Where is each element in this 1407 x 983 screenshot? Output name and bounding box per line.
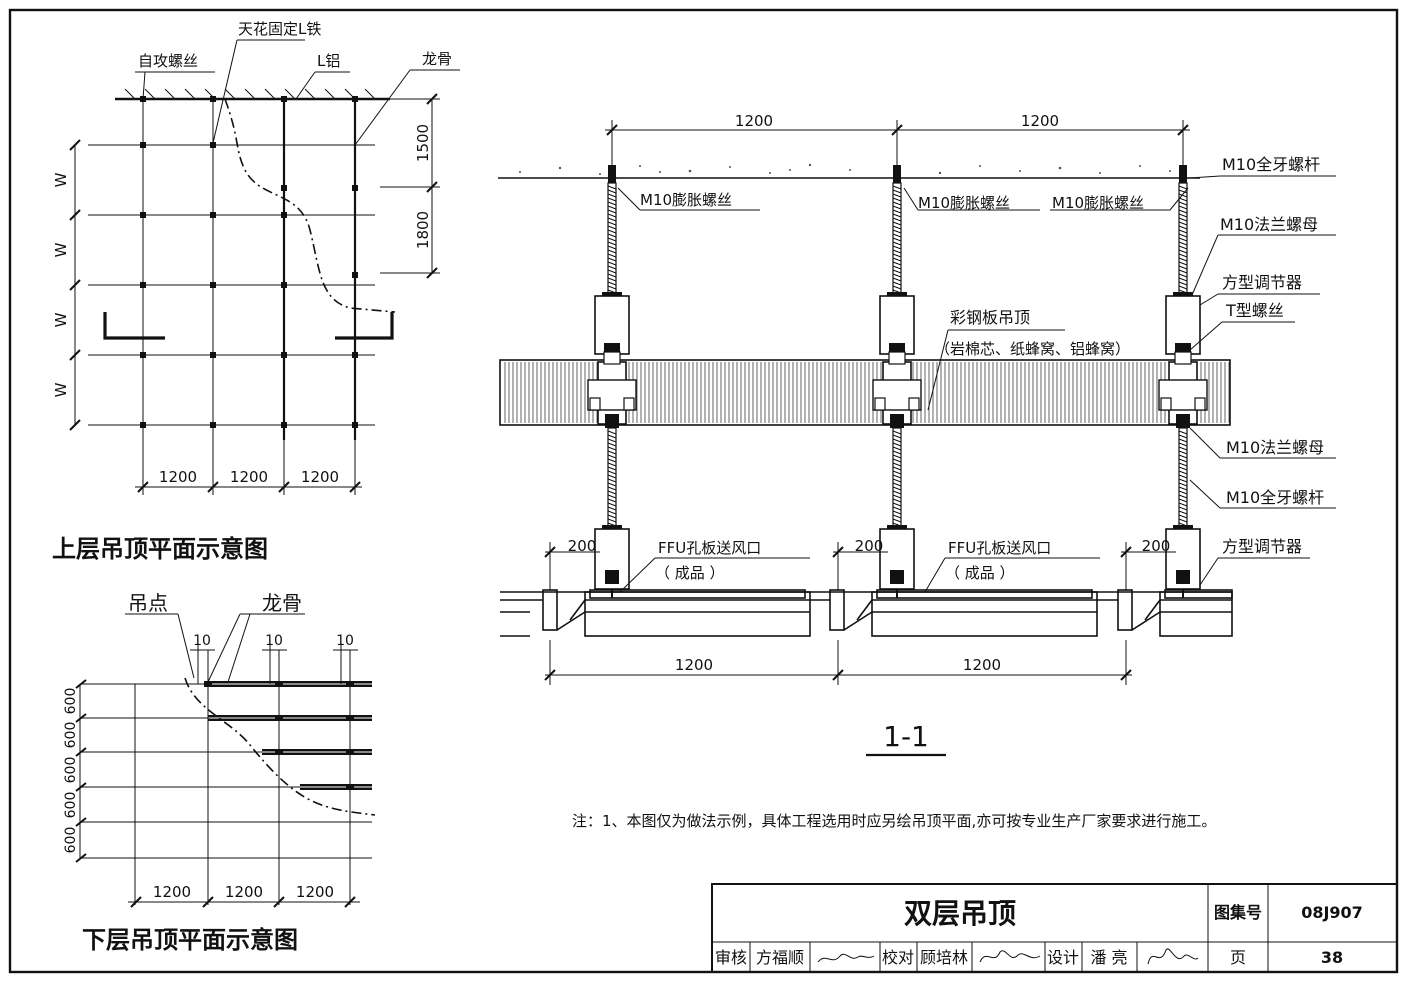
label-screw: 自攻螺丝	[138, 52, 198, 70]
dim-600-4: 600	[63, 792, 79, 819]
label-expansion-1: M10膨胀螺丝	[640, 191, 732, 209]
design-label: 设计	[1047, 948, 1079, 967]
sec-dim-top-1: 1200	[735, 112, 773, 130]
dim-right-1: 1500	[414, 124, 432, 162]
lower-plan-title: 下层吊顶平面示意图	[82, 926, 298, 954]
designer-name: 潘 亮	[1090, 948, 1127, 967]
sec-dim-top-2: 1200	[1021, 112, 1059, 130]
label-ffu-sub-1: （ 成品 ）	[655, 564, 725, 582]
sec-dim-200-1: 200	[568, 537, 597, 555]
dim-lower-bottom-1: 1200	[153, 883, 191, 901]
label-keel-bottom: 龙骨	[262, 591, 302, 615]
check-label: 校对	[882, 948, 914, 967]
label-keel-top: 龙骨	[422, 50, 452, 68]
dim-600-2: 600	[63, 722, 79, 749]
label-panel: 彩钢板吊顶	[950, 308, 1030, 327]
upper-plan: 自攻螺丝 天花固定L铁 L铝 龙骨 1500 1800 W W W W 1200…	[52, 20, 460, 563]
label-adjuster-top: 方型调节器	[1222, 273, 1302, 292]
w-label-1: W	[52, 172, 70, 187]
w-label-3: W	[52, 312, 70, 327]
hanger-assembly	[587, 165, 637, 598]
label-rod-bottom: M10全牙螺杆	[1226, 488, 1324, 507]
section-mark-left	[103, 312, 165, 340]
review-label: 审核	[715, 948, 747, 967]
label-expansion-3: M10膨胀螺丝	[1052, 194, 1144, 212]
sec-dim-bottom-1: 1200	[675, 656, 713, 674]
reviewer-name: 方福顺	[756, 948, 804, 967]
ceiling-hatch	[124, 88, 376, 100]
dim-10-2: 10	[265, 633, 283, 649]
dim-10-3: 10	[336, 633, 354, 649]
title-block-title: 双层吊顶	[904, 897, 1016, 930]
section-title: 1-1	[883, 720, 929, 753]
label-rod-top: M10全牙螺杆	[1222, 155, 1320, 174]
dim-bottom-2: 1200	[230, 468, 268, 486]
note-text: 注：1、本图仅为做法示例，具体工程选用时应另绘吊顶平面,亦可按专业生产厂家要求进…	[572, 812, 1216, 830]
label-panel-core: （岩棉芯、纸蜂窝、铝蜂窝）	[935, 340, 1130, 358]
sec-dim-200-3: 200	[1142, 537, 1171, 555]
dim-bottom-1: 1200	[159, 468, 197, 486]
dim-600-1: 600	[63, 688, 79, 715]
dim-right-2: 1800	[414, 211, 432, 249]
section-mark-right	[335, 312, 394, 340]
dim-bottom-3: 1200	[301, 468, 339, 486]
label-ffu-1: FFU孔板送风口	[658, 539, 761, 557]
break-line-lower	[184, 677, 376, 816]
label-t-bolt: T型螺丝	[1225, 301, 1284, 320]
atlas-number: 08J907	[1301, 903, 1363, 922]
label-ffu-2: FFU孔板送风口	[948, 539, 1051, 557]
label-flange-top: M10法兰螺母	[1220, 215, 1318, 234]
label-expansion-2: M10膨胀螺丝	[918, 194, 1010, 212]
page-label: 页	[1230, 948, 1246, 967]
hangers	[587, 165, 1208, 598]
page-number: 38	[1321, 948, 1343, 967]
label-flange-bottom: M10法兰螺母	[1226, 438, 1324, 457]
sec-dim-200-2: 200	[855, 537, 884, 555]
lower-plan: 吊点 龙骨 10 10 10 600 600 600 600 600 1200 …	[63, 591, 376, 954]
label-l-alu: L铝	[317, 52, 340, 70]
signature-designer	[1147, 948, 1199, 965]
atlas-label: 图集号	[1214, 903, 1262, 922]
label-ffu-sub-2: （ 成品 ）	[945, 564, 1015, 582]
w-label-4: W	[52, 382, 70, 397]
dim-600-5: 600	[63, 827, 79, 854]
grid-points	[140, 96, 358, 428]
signature-checker	[979, 950, 1041, 963]
sheet-border	[8, 8, 1399, 974]
ffu-profile	[500, 589, 1233, 637]
concrete-speckle	[519, 163, 1171, 175]
ffu-clamps	[530, 589, 1161, 631]
title-block: 双层吊顶 图集号 08J907 页 38 审核 方福顺 校对 顾培林 设计 潘 …	[711, 883, 1398, 973]
hanger-assembly	[1158, 165, 1208, 598]
checker-name: 顾培林	[920, 948, 968, 967]
label-l-iron: 天花固定L铁	[238, 20, 321, 38]
dim-600-3: 600	[63, 757, 79, 784]
sec-dim-bottom-2: 1200	[963, 656, 1001, 674]
label-hang-point: 吊点	[128, 591, 168, 615]
dim-lower-bottom-3: 1200	[296, 883, 334, 901]
upper-plan-title: 上层吊顶平面示意图	[52, 535, 268, 563]
break-line	[224, 98, 396, 313]
dim-10-1: 10	[193, 633, 211, 649]
section-1-1: 1200 1200	[498, 112, 1336, 757]
dim-lower-bottom-2: 1200	[225, 883, 263, 901]
hanger-assembly	[872, 165, 922, 598]
signature-reviewer	[817, 953, 875, 963]
w-label-2: W	[52, 242, 70, 257]
label-adjuster-bottom: 方型调节器	[1222, 537, 1302, 556]
